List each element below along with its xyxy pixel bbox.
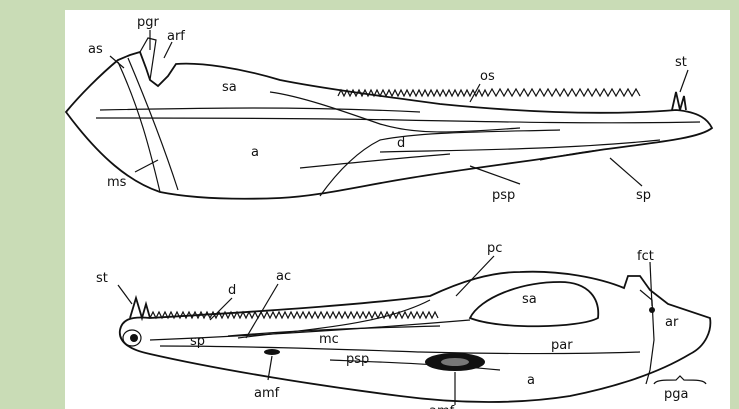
- label-as: as: [88, 42, 103, 57]
- upper-teeth-row: [338, 89, 640, 96]
- label-sa-lower: sa: [522, 292, 537, 307]
- lower-symphysis-dot: [130, 334, 138, 342]
- label-st-upper: st: [675, 55, 687, 70]
- upper-symphyseal-tooth: [672, 92, 686, 110]
- label-fct: fct: [637, 249, 654, 264]
- upper-jaw-outline: [66, 52, 712, 199]
- lower-amf-foramen: [264, 349, 280, 355]
- label-psp-upper: psp: [492, 188, 515, 203]
- upper-jaw-drawing: pgr arf as sa os st d a ms psp sp: [66, 15, 712, 203]
- label-ms: ms: [107, 175, 127, 190]
- leader-st-upper: [680, 70, 688, 92]
- upper-suture-3: [96, 118, 700, 123]
- leader-psp-upper: [470, 166, 520, 184]
- label-pc: pc: [487, 241, 502, 256]
- lower-adductor-fossa-inner: [441, 358, 469, 366]
- label-a-lower: a: [527, 373, 535, 388]
- pga-brace: [654, 376, 706, 384]
- label-os: os: [480, 69, 495, 84]
- lower-teeth-row: [150, 312, 438, 318]
- label-ac: ac: [276, 269, 291, 284]
- lower-jaw-drawing: st pc fct d ac sa ar sp mc psp par amf a…: [96, 241, 710, 409]
- label-d-upper: d: [397, 136, 405, 151]
- lower-symphyseal-tooth: [130, 298, 150, 318]
- label-mc: mc: [319, 332, 339, 347]
- label-ar: ar: [665, 315, 679, 330]
- label-pgr: pgr: [137, 15, 160, 30]
- label-a-upper: a: [251, 145, 259, 160]
- label-amf: amf: [254, 386, 280, 401]
- leader-sp-upper: [610, 158, 642, 186]
- upper-suture-2: [128, 58, 178, 190]
- upper-suture-4: [100, 108, 420, 112]
- label-st-lower: st: [96, 271, 108, 286]
- label-sp-lower: sp: [190, 334, 205, 349]
- label-sa-upper: sa: [222, 80, 237, 95]
- label-par: par: [551, 338, 573, 353]
- lower-articular-pit: [649, 307, 655, 313]
- label-psp-lower: psp: [346, 352, 369, 367]
- label-arf: arf: [167, 29, 185, 44]
- leader-arf-upper: [164, 42, 172, 58]
- upper-suture-8: [300, 154, 450, 168]
- label-amf-clipped: amf: [429, 404, 455, 409]
- upper-suture-7: [380, 140, 660, 152]
- label-d-lower: d: [228, 283, 236, 298]
- label-sp-upper: sp: [636, 188, 651, 203]
- label-pga: pga: [664, 387, 688, 402]
- leader-st-lower: [118, 285, 132, 304]
